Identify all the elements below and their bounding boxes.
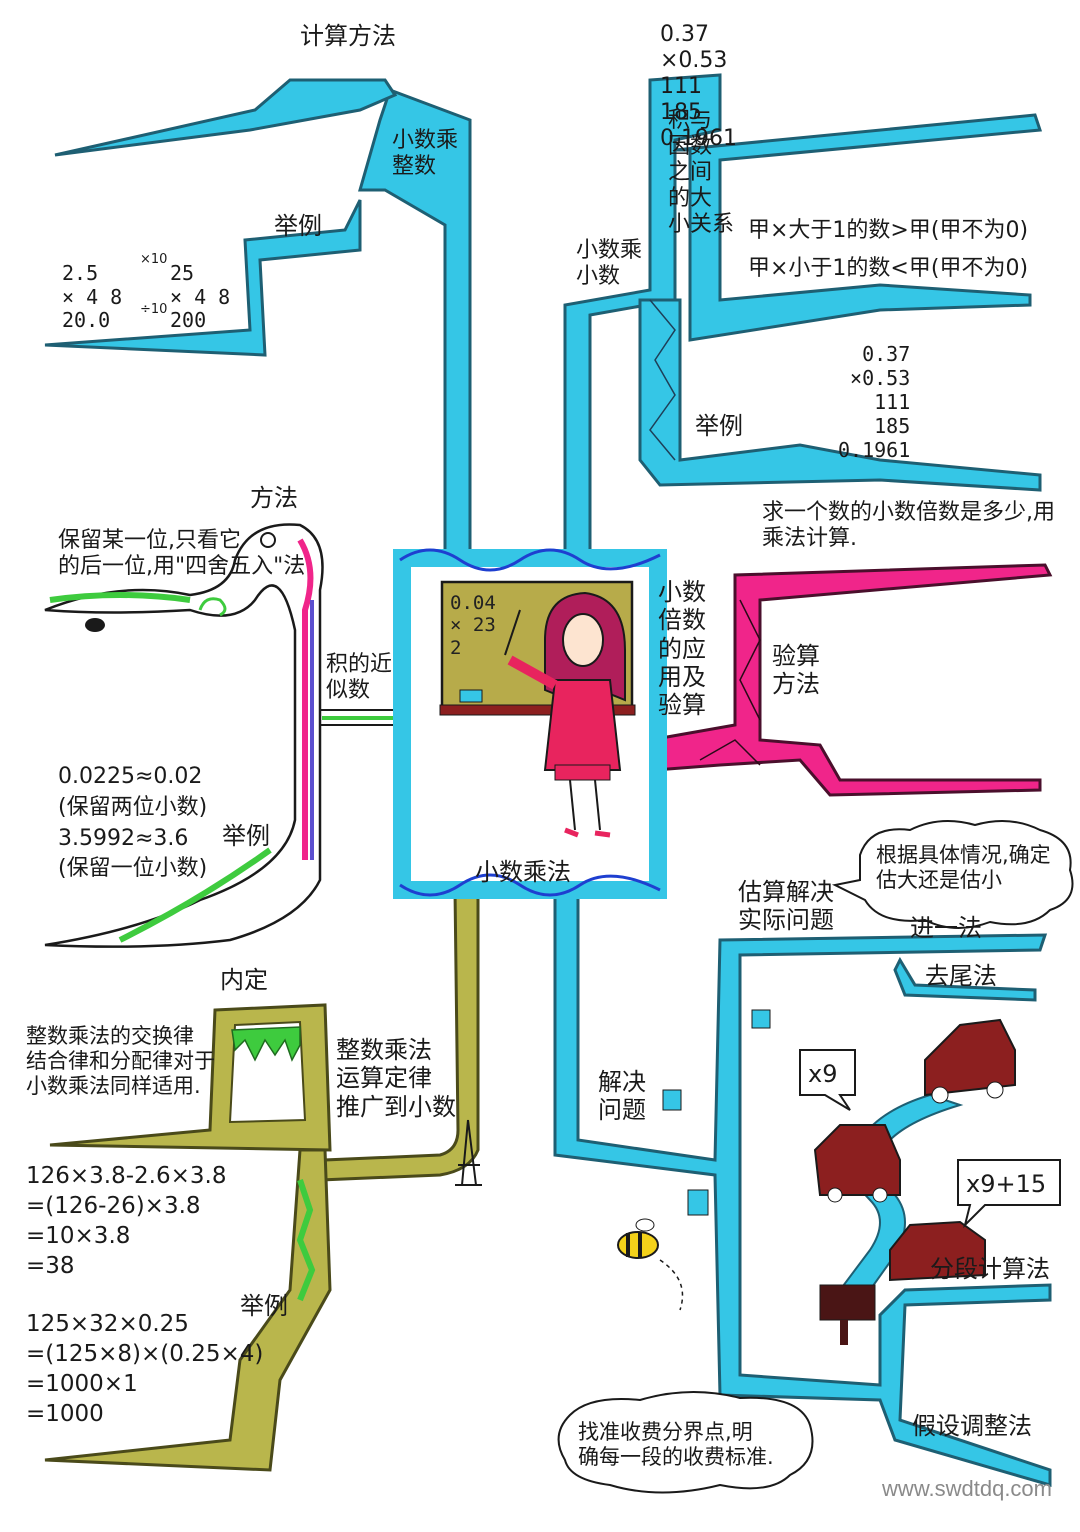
cube-icon-2	[662, 1089, 682, 1111]
br-car-2: x9+15	[966, 1170, 1047, 1198]
eiffel-icon	[455, 1119, 482, 1186]
branch-br-tail	[893, 956, 1037, 1002]
branch-br-main	[553, 888, 1052, 1487]
tl-example-label: 举例	[274, 212, 322, 240]
bl-branch-label: 整数乘法 运算定律 推广到小数	[336, 1036, 456, 1121]
tr-rule-2: 甲×小于1的数<甲(甲不为0)	[748, 256, 1029, 281]
tr-calc-label: 0.37 ×0.53 111 185 0.1961	[660, 22, 737, 151]
br-bubble-2: 找准收费分界点,明 确每一段的收费标准.	[578, 1420, 774, 1469]
branch-ml-curl	[198, 597, 227, 617]
tl-calc-label: 计算方法	[300, 22, 396, 50]
mr-desc: 求一个数的小数倍数是多少,用 乘法计算.	[762, 500, 1055, 551]
branch-tr-lower	[638, 298, 1042, 492]
branch-tl-main	[358, 88, 472, 562]
car-icon-3	[889, 1220, 986, 1282]
tl-calc-left: 2.5 × 4 8 20.0	[62, 261, 123, 333]
dashed-trail	[659, 1259, 684, 1311]
br-estimate-label: 估算解决 实际问题	[738, 878, 834, 935]
board-calc: 0.04 × 23 2	[450, 592, 496, 659]
branch-ml-pink	[297, 538, 314, 860]
callout-x9	[799, 1049, 856, 1111]
eraser-icon	[459, 689, 483, 703]
bubble-fees	[557, 1390, 814, 1494]
bee-icon	[617, 1218, 659, 1259]
tr-calc: 0.37 ×0.53 111 185 0.1961	[838, 342, 911, 462]
ml-method-label: 方法	[250, 484, 298, 512]
branch-tr-main	[563, 73, 722, 562]
bl-example-label: 举例	[240, 1292, 288, 1320]
bl-ex-1: 126×3.8-2.6×3.8 =(126-26)×3.8 =10×3.8 =3…	[26, 1163, 227, 1279]
bl-desc: 整数乘法的交换律 结合律和分配律对于 小数乘法同样适用.	[26, 1024, 215, 1098]
branch-bl-drip	[231, 1026, 301, 1062]
callout-x9-15	[957, 1159, 1061, 1229]
br-method-3: 分段计算法	[930, 1255, 1050, 1283]
tl-branch-label: 小数乘 整数	[392, 128, 459, 179]
br-method-4: 假设调整法	[912, 1412, 1032, 1440]
center-wave	[399, 548, 661, 897]
ml-branch-label: 积的近 似数	[326, 652, 393, 703]
branch-bl-stem	[318, 888, 480, 1182]
curl-icon	[260, 532, 276, 548]
watermark: www.swdtdq.com	[882, 1476, 1052, 1501]
branch-mr-main	[648, 563, 1053, 797]
branch-bl-moss	[296, 1179, 316, 1302]
ml-ex-lines: 0.0225≈0.02 (保留两位小数) 3.5992≈3.6 (保留一位小数)	[58, 764, 208, 882]
br-method-1: 进一法	[910, 914, 982, 942]
bl-content-label: 内定	[220, 966, 268, 994]
car-icon-2	[813, 1124, 901, 1203]
br-method-2: 去尾法	[925, 962, 997, 990]
ml-desc: 保留某一位,只看它 的后一位,用"四舍五入"法	[58, 528, 306, 579]
branch-ml-green	[49, 592, 272, 943]
tr-relation: 积与 因数 之间 的大 小关系	[668, 108, 735, 237]
branch-mr-net	[699, 599, 761, 766]
branch-tr-net	[649, 299, 676, 461]
bee-icon-2	[85, 618, 105, 632]
chalk-tray	[439, 704, 636, 716]
mr-branch-label: 小数 倍数 的应 用及 验算	[658, 578, 706, 720]
tr-branch-label: 小数乘 小数	[576, 238, 643, 289]
center-title: 小数乘法	[475, 858, 571, 886]
bubble-estimate	[831, 820, 1074, 930]
cube-icon-3	[687, 1189, 709, 1216]
br-car-1: x9	[808, 1060, 838, 1088]
mr-check-label: 验算 方法	[772, 642, 820, 699]
br-branch-label: 解决 问题	[598, 1068, 646, 1125]
cube-icon	[751, 1009, 771, 1029]
tr-example-label: 举例	[695, 412, 743, 440]
tl-calc-right: 25 × 4 8 200	[170, 261, 231, 333]
bl-ex-2: 125×32×0.25 =(125×8)×(0.25×4) =1000×1 =1…	[26, 1311, 264, 1427]
ml-example-label: 举例	[222, 822, 270, 850]
branch-tl-arm	[54, 78, 398, 157]
teacher-illustration	[504, 591, 626, 838]
tl-arrow-bot: ÷10	[140, 302, 168, 317]
tl-arrow-top: ×10	[140, 252, 168, 267]
signpost-icon	[819, 1284, 876, 1345]
tr-rule-1: 甲×大于1的数>甲(甲不为0)	[748, 218, 1029, 243]
car-icon	[924, 1018, 1016, 1104]
branch-tr-upper	[674, 113, 1043, 342]
branch-bl-lower	[44, 1148, 332, 1472]
branch-ml-snake	[44, 523, 324, 948]
branch-tl-step	[44, 199, 362, 357]
br-bubble-1: 根据具体情况,确定 估大还是估小	[876, 843, 1051, 892]
